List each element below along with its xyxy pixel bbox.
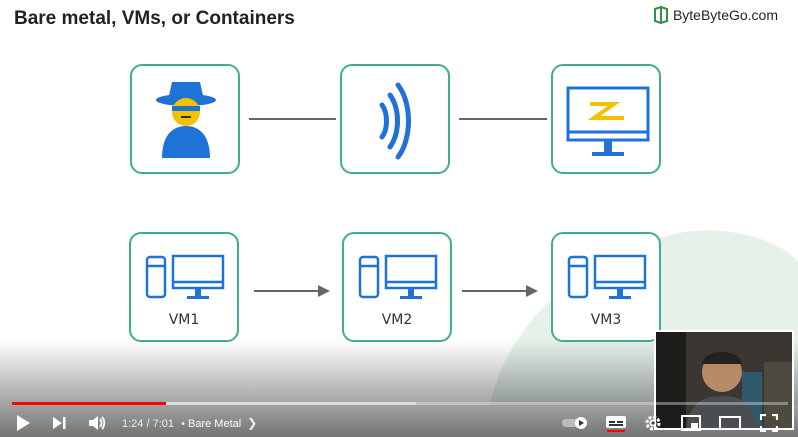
presenter-video bbox=[654, 330, 794, 430]
vm2-tile: VM2 bbox=[342, 232, 452, 342]
next-button[interactable] bbox=[46, 408, 72, 437]
vm-label: VM1 bbox=[168, 312, 200, 328]
arrow-vm1-vm2 bbox=[254, 285, 330, 297]
vm3-tile: VM3 bbox=[551, 232, 661, 342]
subtitles-icon bbox=[606, 415, 626, 432]
fullscreen-icon bbox=[760, 413, 778, 432]
time-separator: / bbox=[143, 418, 153, 430]
chapter-title[interactable]: Bare Metal bbox=[188, 418, 242, 430]
logo-icon bbox=[653, 6, 668, 24]
brand-name: ByteByteGo.com bbox=[672, 7, 778, 23]
play-icon bbox=[17, 414, 30, 431]
signal-waves-icon bbox=[379, 82, 411, 160]
autoplay-toggle[interactable] bbox=[560, 408, 590, 437]
settings-icon bbox=[645, 415, 661, 430]
fullscreen-button[interactable] bbox=[756, 408, 782, 437]
server-icon bbox=[567, 254, 647, 299]
player-controls: 1:24 / 7:01 • Bare Metal ❯ bbox=[0, 408, 798, 437]
chevron-right-icon[interactable]: ❯ bbox=[247, 416, 258, 430]
miniplayer-button[interactable] bbox=[678, 408, 704, 437]
autoplay-toggle-icon bbox=[562, 416, 587, 429]
monitor-icon bbox=[566, 86, 650, 156]
brand: ByteByteGo.com bbox=[653, 6, 778, 24]
time-current: 1:24 bbox=[122, 418, 144, 430]
presenter-image bbox=[656, 332, 792, 428]
server-icon bbox=[358, 254, 438, 299]
chapter-separator: • bbox=[181, 418, 185, 430]
miniplayer-icon bbox=[681, 414, 701, 431]
play-button[interactable] bbox=[10, 408, 36, 437]
theater-icon bbox=[719, 415, 741, 430]
time-display: 1:24 / 7:01 • Bare Metal ❯ bbox=[122, 416, 257, 430]
theater-button[interactable] bbox=[716, 408, 744, 437]
settings-button[interactable] bbox=[640, 408, 666, 437]
vm-label: VM3 bbox=[590, 312, 622, 328]
server-icon bbox=[145, 254, 225, 299]
hacker-tile bbox=[130, 64, 240, 174]
subtitles-button[interactable] bbox=[602, 408, 630, 437]
volume-icon bbox=[89, 415, 106, 430]
signal-tile bbox=[340, 64, 450, 174]
vm1-tile: VM1 bbox=[129, 232, 239, 342]
connector-line-2 bbox=[459, 118, 547, 120]
connector-line-1 bbox=[249, 118, 336, 120]
time-total: 7:01 bbox=[152, 418, 175, 430]
arrow-vm2-vm3 bbox=[462, 285, 538, 297]
vm-label: VM2 bbox=[381, 312, 413, 328]
hacker-icon bbox=[156, 82, 216, 158]
progress-played bbox=[12, 402, 167, 405]
progress-bar[interactable] bbox=[12, 402, 788, 405]
progress-loaded bbox=[12, 402, 416, 405]
volume-button[interactable] bbox=[84, 408, 110, 437]
next-icon bbox=[53, 416, 66, 429]
monitor-tile bbox=[551, 64, 661, 174]
slide-title: Bare metal, VMs, or Containers bbox=[14, 8, 295, 29]
